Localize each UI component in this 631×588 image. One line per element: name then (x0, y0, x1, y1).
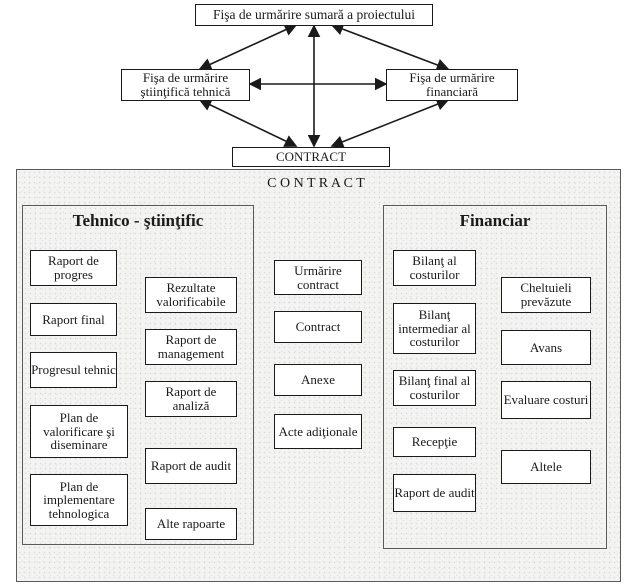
middle-item-contract-tracking: Urmărire contract (274, 260, 362, 295)
fin-item-cost-evaluation: Evaluare costuri (501, 381, 591, 419)
tech-sheet-label: Fişa de urmărire ştiinţifică tehnică (140, 70, 231, 99)
tech-item-other-reports: Alte rapoarte (145, 508, 237, 540)
fin-item-cost-balance: Bilanţ al costurilor (393, 250, 476, 286)
fin-item-reception: Recepţie (393, 427, 476, 457)
fin-item-audit-report: Raport de audit (393, 474, 476, 512)
fin-item-final-balance: Bilanţ final al costurilor (393, 370, 476, 406)
fin-sheet-label: Fişa de urmărire financiară (409, 70, 495, 99)
arrow-fin-contract (330, 98, 450, 148)
arrow-summary-fin (330, 22, 450, 72)
tech-item-management-report: Raport de management (145, 329, 237, 365)
fin-panel-title: Financiar (459, 211, 531, 230)
middle-item-annexes: Anexe (274, 364, 362, 396)
middle-item-additional-acts: Acte adiţionale (274, 414, 362, 449)
flow-arrows (198, 22, 450, 148)
tech-item-results: Rezultate valorificabile (145, 277, 237, 313)
tech-item-audit-report: Raport de audit (145, 448, 237, 484)
summary-sheet-box: Fişa de urmărire sumară a proiectului (195, 4, 433, 26)
tech-panel-title: Tehnico - ştiinţific (72, 211, 204, 230)
tech-item-implementation-plan: Plan de implementare tehnologica (30, 474, 128, 526)
fin-sheet-box: Fişa de urmărire financiară (386, 69, 518, 101)
middle-item-contract: Contract (274, 311, 362, 343)
tech-sheet-box: Fişa de urmărire ştiinţifică tehnică (121, 69, 250, 101)
tech-item-analysis-report: Raport de analiză (145, 381, 237, 417)
arrow-summary-tech (198, 23, 298, 71)
tech-item-progress-report: Raport de progres (30, 250, 117, 286)
fin-item-interim-balance: Bilanţ intermediar al costurilor (393, 303, 476, 354)
tech-item-valorization-plan: Plan de valorificare şi diseminare (30, 405, 128, 458)
summary-sheet-label: Fişa de urmărire sumară a proiectului (212, 6, 416, 22)
contract-panel-title: C O N T R A C T (267, 176, 365, 191)
tech-item-final-report: Raport final (30, 303, 117, 336)
contract-box: CONTRACT (232, 147, 390, 167)
fin-item-advance: Avans (501, 330, 591, 365)
fin-item-planned-expenses: Cheltuieli prevăzute (501, 277, 591, 313)
tech-item-technical-progress: Progresul tehnic (30, 352, 117, 388)
contract-label: CONTRACT (275, 149, 347, 165)
arrow-tech-contract (198, 99, 298, 147)
fin-item-other: Altele (501, 450, 591, 484)
